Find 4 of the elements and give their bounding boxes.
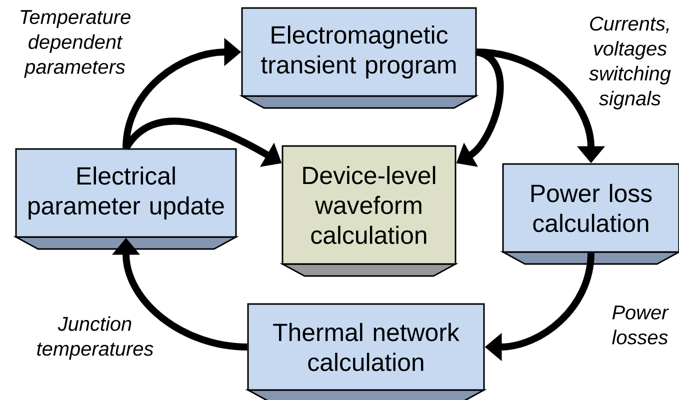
edge-label: Temperature dependent parameters <box>20 10 130 78</box>
edge-label: Currents, voltages switching signals <box>589 16 671 110</box>
edge-label: Junction temperatures <box>37 316 154 360</box>
edge-label: Power losses <box>612 306 669 344</box>
